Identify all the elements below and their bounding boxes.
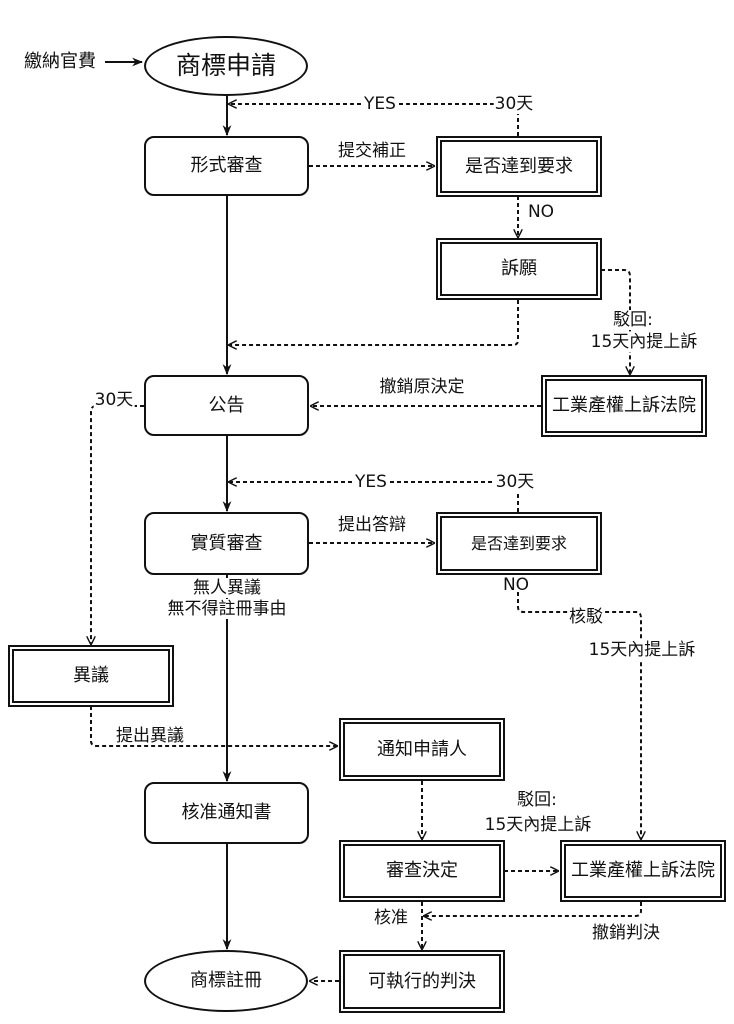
label-yes2: YES [354, 472, 388, 492]
node-court2[interactable]: 工業產權上訴法院 [560, 840, 726, 902]
node-check2[interactable]: 是否達到要求 [436, 512, 602, 575]
label-reject1-b: 15天內提上訴 [589, 332, 699, 352]
node-review-decision[interactable]: 審查決定 [339, 840, 505, 902]
label-refuse: 核駁 [568, 607, 604, 627]
label-reject2-a: 駁回: [517, 790, 557, 810]
label-no1: NO [527, 202, 555, 222]
node-announce[interactable]: 公告 [144, 375, 309, 436]
label-reply: 提出答辯 [338, 515, 406, 535]
edge-announce-opposition [91, 405, 144, 644]
edge-opposition-notify [90, 706, 337, 746]
edge-petition-announce [229, 300, 519, 345]
label-appeal15-2: 15天內提上訴 [587, 640, 697, 660]
fee-label: 繳納官費 [24, 51, 96, 72]
label-revoke-original: 撤銷原決定 [379, 377, 465, 397]
node-notify[interactable]: 通知申請人 [339, 718, 505, 781]
label-file-opposition: 提出異議 [116, 726, 184, 746]
label-yes1: YES [363, 94, 397, 114]
label-no-opposition: 無人異議 [192, 578, 262, 598]
label-reject2-b: 15天內提上訴 [484, 815, 592, 835]
edge-petition-court1 [601, 269, 630, 374]
node-check1[interactable]: 是否達到要求 [436, 136, 602, 197]
node-apply[interactable]: 商標申請 [144, 36, 308, 96]
node-register[interactable]: 商標註冊 [144, 950, 308, 1012]
node-formal-exam[interactable]: 形式審查 [144, 136, 309, 196]
label-30days-left: 30天 [93, 390, 135, 410]
label-30days-1: 30天 [493, 94, 535, 114]
label-revoke-judgment: 撤銷判決 [592, 923, 660, 943]
edge-court2-back [424, 902, 642, 916]
label-submit-fix: 提交補正 [338, 141, 406, 161]
node-opposition[interactable]: 異議 [8, 645, 174, 707]
node-petition[interactable]: 訴願 [436, 238, 602, 300]
node-substantive-exam[interactable]: 實質審查 [144, 512, 309, 575]
label-approve: 核准 [374, 908, 408, 928]
label-reject1-a: 駁回: [612, 310, 654, 330]
node-approval-notice[interactable]: 核准通知書 [144, 782, 309, 844]
label-no-grounds: 無不得註冊事由 [166, 599, 288, 619]
node-court1[interactable]: 工業產權上訴法院 [541, 375, 707, 437]
node-enforceable[interactable]: 可執行的判決 [339, 950, 505, 1013]
label-30days-2: 30天 [494, 472, 536, 492]
label-no2: NO [502, 575, 530, 595]
